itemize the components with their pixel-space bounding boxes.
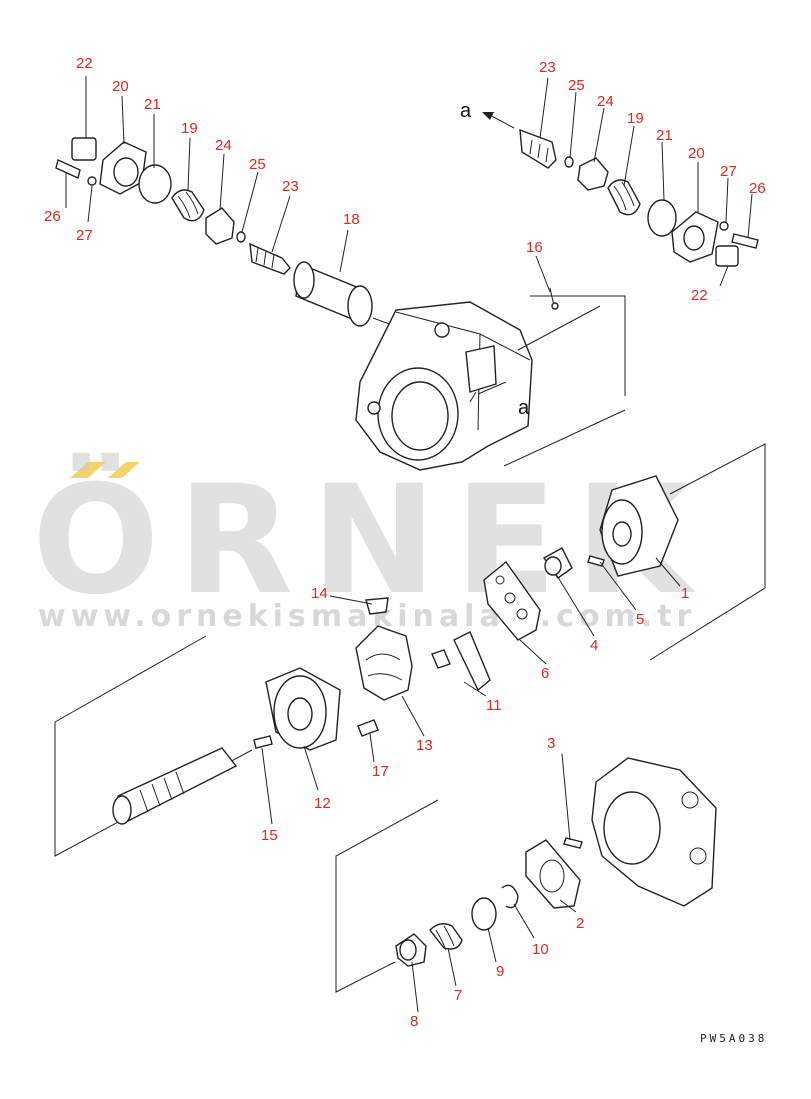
- callout-2: 2: [576, 915, 584, 932]
- part-21-oring: [138, 164, 172, 204]
- drawing-code: PW5A038: [700, 1032, 767, 1045]
- callout-7: 7: [454, 987, 462, 1004]
- watermark-dot-left: [70, 462, 106, 478]
- part-shaft: [117, 747, 238, 824]
- callout-22: 22: [76, 55, 93, 72]
- part-7-spring: [429, 923, 463, 950]
- part-13-swash-plate: [355, 625, 413, 701]
- part-17-bolt: [357, 719, 379, 737]
- part-21-oring-right: [647, 199, 677, 237]
- callout-4: 4: [590, 637, 598, 654]
- part-10-snap-ring: [501, 884, 519, 909]
- callout-26: 26: [44, 208, 61, 225]
- callout-23: 23: [282, 178, 299, 195]
- callout-12: 12: [314, 795, 331, 812]
- part-22-nut-right: [715, 245, 739, 267]
- callouts: 22 20 21 19 24 25 23 26 27 18 23 25 24 1…: [44, 55, 766, 1030]
- callout-21: 21: [144, 96, 161, 113]
- leader-lines: [65, 76, 753, 1013]
- part-14-shoe: [365, 597, 389, 615]
- callout-24-right: 24: [597, 93, 614, 110]
- part-23-plunger: [249, 242, 291, 275]
- part-6-retainer-plate: [483, 560, 541, 641]
- view-letter-a-housing: a: [518, 397, 530, 419]
- part-26-bolt-right: [731, 233, 759, 249]
- callout-27-right: 27: [720, 163, 737, 180]
- callout-3: 3: [547, 735, 555, 752]
- view-letter-a-top: a: [460, 100, 472, 122]
- callout-22-right: 22: [691, 287, 708, 304]
- callout-6: 6: [541, 665, 549, 682]
- callout-20-right: 20: [688, 145, 705, 162]
- callout-5: 5: [636, 611, 644, 628]
- part-24-seat: [205, 207, 235, 245]
- callout-23-right: 23: [539, 59, 556, 76]
- part-19-spring: [171, 189, 205, 222]
- part-22-nut: [71, 137, 97, 161]
- cover-assembly-right: [482, 112, 759, 310]
- part-23-plunger-right: [519, 128, 557, 169]
- callout-27: 27: [76, 227, 93, 244]
- part-27-washer: [87, 176, 97, 186]
- callout-16: 16: [526, 239, 543, 256]
- rotating-group: [355, 443, 766, 701]
- callout-14: 14: [311, 585, 328, 602]
- part-11-guide-pin: [453, 631, 491, 692]
- watermark-brand: ÖRNEK: [32, 452, 709, 628]
- valve-plate-group: [335, 757, 717, 993]
- callout-18: 18: [343, 211, 360, 228]
- callout-8: 8: [410, 1013, 418, 1030]
- callout-13: 13: [416, 737, 433, 754]
- part-11-spring: [431, 649, 451, 669]
- part-24-seat-right: [577, 157, 609, 191]
- pump-housing: [355, 295, 626, 471]
- part-15-pin: [253, 735, 273, 749]
- callout-20: 20: [112, 78, 129, 95]
- callout-19-right: 19: [627, 110, 644, 127]
- part-25-ring: [236, 231, 246, 243]
- part-2-valve-plate: [525, 839, 581, 909]
- shaft-group: [54, 635, 379, 857]
- callout-19: 19: [181, 120, 198, 137]
- part-3-pin: [563, 837, 583, 849]
- callout-15: 15: [261, 827, 278, 844]
- callout-24: 24: [215, 137, 232, 154]
- callout-26-right: 26: [749, 180, 766, 197]
- part-26-bolt: [55, 159, 81, 179]
- callout-17: 17: [372, 763, 389, 780]
- callout-11: 11: [486, 697, 502, 714]
- callout-9: 9: [496, 963, 504, 980]
- callout-21-right: 21: [656, 127, 673, 144]
- callout-10: 10: [532, 941, 549, 958]
- callout-1: 1: [681, 585, 689, 602]
- callout-25: 25: [249, 156, 266, 173]
- callout-25-right: 25: [568, 77, 585, 94]
- sleeve-18: [293, 261, 396, 327]
- part-5-pin: [587, 555, 605, 567]
- watermark: ÖRNEK www.ornekismakinalari.com.tr: [32, 452, 709, 634]
- part-9-ring: [471, 897, 497, 931]
- cover-assembly-left: [55, 137, 291, 275]
- watermark-dot-right: [108, 462, 140, 478]
